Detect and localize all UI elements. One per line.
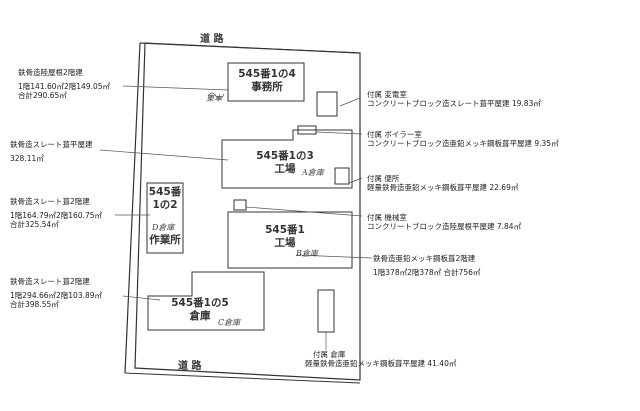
left-label-b15-line3: 合計398.55㎡ [10,300,59,309]
annex-machine [233,199,247,211]
right-label-warehouse-line1: 付属 倉庫 [313,350,346,359]
building-545-1-2-lot-a: 545番 [148,186,182,198]
leader-boiler [315,131,363,135]
building-545-1-5 [147,271,265,331]
handwritten-note-b1: B倉庫 [296,249,318,258]
annex-boiler [297,125,317,135]
road-label-bottom: 道 路 [178,361,202,372]
leader-substation [339,97,361,107]
left-label-b13-line2: 328.11㎡ [10,154,44,163]
road-edge-top [144,42,361,54]
handwritten-note-b14: 東本 [206,94,222,103]
left-label-b12-line2: 1階164.79㎡2階160.75㎡ [10,211,103,220]
left-label-b14-line2: 1階141.60㎡2階149.05㎡ [18,82,111,91]
left-label-b12-line1: 鉄骨造スレート葺2階建 [10,197,90,206]
leader-b14 [122,85,229,91]
building-545-1-2-lot-b: 1の2 [152,199,178,211]
left-label-b13: 鉄骨造スレート葺平屋建 328.11㎡ [10,140,93,163]
right-label-machine: 付属 機械室 コンクリートブロック造陸屋根平屋建 7.84㎡ [367,213,521,231]
right-label-machine-line2: コンクリートブロック造陸屋根平屋建 7.84㎡ [367,222,522,231]
right-label-warehouse: 付属 倉庫 軽量鉄骨造亜鉛メッキ鋼板葺平屋建 41.40㎡ [305,350,456,368]
left-label-b15-line2: 1階294.66㎡2階103.89㎡ [10,291,103,300]
right-label-substation: 付属 変電室 コンクリートブロック造スレート葺平屋建 19.83㎡ [367,90,541,108]
leader-b1 [295,254,373,259]
building-545-1-4-use: 事務所 [251,81,283,93]
right-label-toilet-line2: 軽量鉄骨造亜鉛メッキ鋼板葺平屋建 22.69㎡ [367,183,519,192]
left-label-b15: 鉄骨造スレート葺2階建 1階294.66㎡2階103.89㎡ 合計398.55㎡ [10,277,102,309]
building-545-1-3 [221,129,353,189]
building-545-1-2-label: 545番 1の2 [147,186,183,212]
building-545-1-4-lot: 545番1の4 [238,68,296,80]
building-545-1-5-use: 倉庫 [189,310,211,322]
left-label-b14-line1: 鉄骨造陸屋根2階建 [18,68,83,77]
building-545-1-5-label: 545番1の5 倉庫 [165,297,235,323]
left-label-b14-line3: 合計290.65㎡ [18,91,67,100]
building-545-1-3-use: 工場 [274,163,296,175]
building-545-1-3-label: 545番1の3 工場 [250,150,320,176]
road-label-top: 道 路 [200,34,224,45]
building-545-1-2 [146,182,184,254]
annex-substation [316,91,338,117]
right-label-substation-line2: コンクリートブロック造スレート葺平屋建 19.83㎡ [367,99,541,108]
right-label-substation-line1: 付属 変電室 [367,90,407,99]
handwritten-note-b13: A倉庫 [302,168,324,177]
right-label-toilet-line1: 付属 便所 [367,174,400,183]
road-edge-left [124,42,141,374]
right-label-warehouse-line2: 軽量鉄骨造亜鉛メッキ鋼板葺平屋建 41.40㎡ [305,359,457,368]
right-label-b1-line2: 1階378㎡2階378㎡ 合計756㎡ [373,268,481,277]
building-545-1-4-label: 545番1の4 事務所 [232,68,302,94]
right-label-b1: 鉄骨造亜鉛メッキ鋼板葺2階建 1階378㎡2階378㎡ 合計756㎡ [373,254,480,277]
left-label-b12-line3: 合計325.54㎡ [10,220,59,229]
annex-warehouse [317,289,335,333]
building-545-1-3-lot: 545番1の3 [256,150,314,162]
right-label-boiler-line2: コンクリートブロック造亜鉛メッキ鋼板葺平屋建 9.35㎡ [367,139,559,148]
leader-b15 [122,295,161,301]
right-label-boiler-line1: 付属 ボイラー室 [367,130,422,139]
leader-machine [245,206,363,217]
leader-b13 [99,149,229,161]
building-545-1-use: 工場 [274,237,296,249]
left-label-b12: 鉄骨造スレート葺2階建 1階164.79㎡2階160.75㎡ 合計325.54㎡ [10,197,102,229]
building-545-1-4 [227,62,305,102]
leader-toilet [348,177,363,184]
building-545-1-label: 545番1 工場 [255,224,315,250]
handwritten-scribble [207,92,225,99]
building-545-1-lot: 545番1 [265,224,305,236]
left-label-b14: 鉄骨造陸屋根2階建 1階141.60㎡2階149.05㎡ 合計290.65㎡ [18,68,110,100]
right-label-boiler: 付属 ボイラー室 コンクリートブロック造亜鉛メッキ鋼板葺平屋建 9.35㎡ [367,130,559,148]
right-label-toilet: 付属 便所 軽量鉄骨造亜鉛メッキ鋼板葺平屋建 22.69㎡ [367,174,518,192]
handwritten-note-b12: D倉庫 [152,223,175,232]
right-label-machine-line1: 付属 機械室 [367,213,407,222]
handwritten-note-b15: C倉庫 [218,318,241,327]
right-label-b1-line1: 鉄骨造亜鉛メッキ鋼板葺2階建 [373,254,476,263]
left-label-b13-line1: 鉄骨造スレート葺平屋建 [10,140,93,149]
left-label-b15-line1: 鉄骨造スレート葺2階建 [10,277,90,286]
building-545-1-2-use: 作業所 [149,234,181,246]
road-edge-bottom [124,372,361,384]
building-545-1-5-lot: 545番1の5 [171,297,229,309]
annex-toilet [334,167,350,185]
